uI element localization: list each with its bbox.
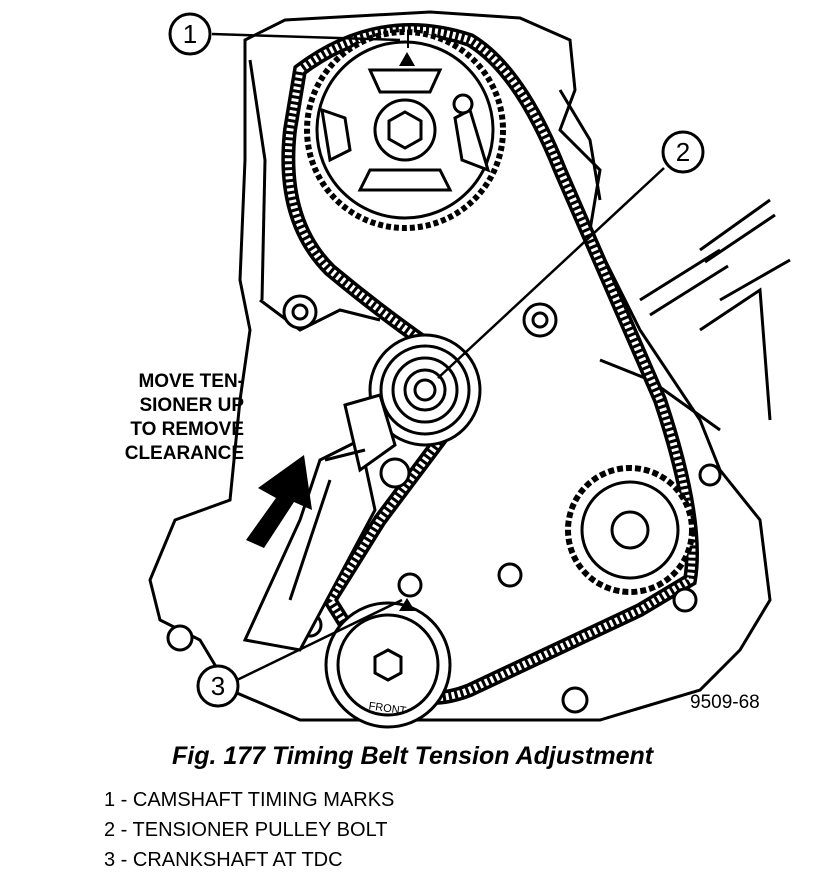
camshaft-sprocket [304,29,506,231]
timing-belt [281,23,699,705]
callout-1-label: 1 [183,19,197,49]
figure-caption: Fig. 177 Timing Belt Tension Adjustment [172,742,654,770]
callout-1: 1 [168,12,212,56]
legend-item: 2 - TENSIONER PULLEY BOLT [104,819,388,841]
callout-2: 2 [661,130,705,174]
note-line-2: SIONER UP [139,395,244,416]
crank-timing-mark-icon [399,598,415,611]
note-line-4: CLEARANCE [124,443,244,464]
crankshaft-sprocket [324,601,452,729]
callout-2-label: 2 [676,137,690,167]
hose-lines [639,198,791,421]
intermediate-sprocket [565,465,695,595]
callout-3-label: 3 [211,671,225,701]
move-up-arrow-icon [246,455,312,548]
figure-code: 9509-68 [690,692,760,713]
note-line-1: MOVE TEN- [138,371,244,392]
callout-3: 3 [196,664,240,708]
note-line-3: TO REMOVE [130,419,244,440]
legend-item: 1 - CAMSHAFT TIMING MARKS [104,789,395,811]
cam-timing-mark-icon [399,52,415,66]
crank-label: FRONT [368,700,407,717]
callout-leaders [211,32,665,682]
timing-belt-illustration: FRONT 1 2 3 95 [148,10,791,729]
legend-item: 3 - CRANKSHAFT AT TDC [104,849,343,871]
